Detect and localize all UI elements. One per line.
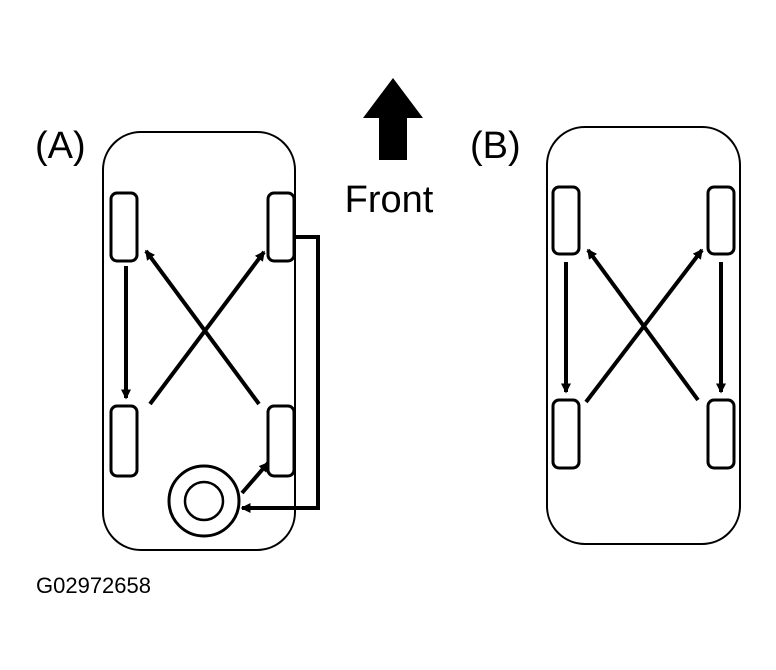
tire-front-left-b xyxy=(551,185,581,256)
label-b: (B) xyxy=(470,125,521,167)
rotation-pattern-b: (B) xyxy=(470,125,741,545)
arrow-spare-to-rr-a xyxy=(240,461,270,495)
arrow-fr-to-spare-a xyxy=(240,235,320,513)
label-a: (A) xyxy=(35,125,86,167)
front-indicator: Front xyxy=(345,78,434,221)
front-label: Front xyxy=(345,179,434,221)
arrow-rr-to-fl-a xyxy=(144,249,261,406)
arrow-rl-to-fr-b xyxy=(584,248,704,404)
tire-rear-left-b xyxy=(551,398,581,470)
tire-front-right-a xyxy=(266,191,296,263)
arrow-rl-to-fr-a xyxy=(148,250,266,406)
rotation-pattern-a: (A) xyxy=(35,125,320,551)
tire-rear-right-b xyxy=(706,398,736,470)
car-body-a xyxy=(102,131,296,551)
spare-tire-icon xyxy=(167,464,241,538)
car-body-b xyxy=(546,126,741,545)
tire-front-left-a xyxy=(109,191,139,263)
arrow-up-icon xyxy=(363,78,423,160)
tire-front-right-b xyxy=(706,185,736,256)
figure-code: G02972658 xyxy=(36,573,151,598)
tire-rear-right-a xyxy=(266,404,296,478)
tire-rear-left-a xyxy=(109,404,139,478)
